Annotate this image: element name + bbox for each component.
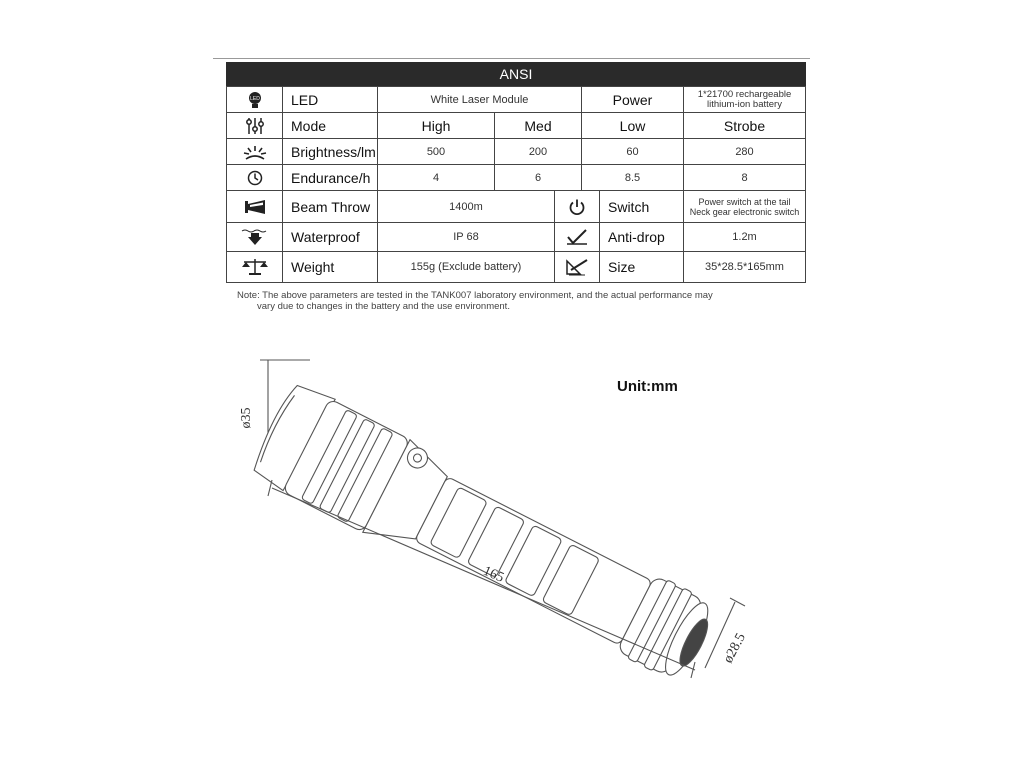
test-note: Note: The above parameters are tested in… <box>237 290 797 312</box>
table-header: ANSI <box>226 62 806 86</box>
brightness-rays-icon <box>227 139 283 165</box>
brightness-med: 200 <box>495 139 582 165</box>
anti-drop-label: Anti-drop <box>600 223 684 252</box>
beam-icon <box>227 191 283 223</box>
led-value: White Laser Module <box>378 87 582 113</box>
spec-table: ANSI LED LED White Laser Module Power 1*… <box>226 62 806 284</box>
led-label: LED <box>283 87 378 113</box>
table-grid: LED LED White Laser Module Power 1*21700… <box>226 86 806 283</box>
switch-value-line2: Neck gear electronic switch <box>689 206 800 217</box>
size-label: Size <box>600 252 684 283</box>
mode-sliders-icon <box>227 113 283 139</box>
mode-high: High <box>378 113 495 139</box>
mode-med: Med <box>495 113 582 139</box>
flashlight-drawing: ø35 165 ø28.5 <box>240 359 749 679</box>
weight-label: Weight <box>283 252 378 283</box>
waterproof-icon <box>227 223 283 252</box>
anti-drop-icon <box>555 223 600 252</box>
switch-value: Power switch at the tail Neck gear elect… <box>684 191 806 223</box>
brightness-high: 500 <box>378 139 495 165</box>
note-line-1: Note: The above parameters are tested in… <box>237 290 713 301</box>
dim-tail-diameter: ø28.5 <box>721 631 749 666</box>
switch-value-line1: Power switch at the tail <box>698 196 791 207</box>
switch-label: Switch <box>600 191 684 223</box>
power-label: Power <box>582 87 684 113</box>
power-value: 1*21700 rechargeable lithium-ion battery <box>684 87 806 113</box>
brightness-low: 60 <box>582 139 684 165</box>
endurance-high: 4 <box>378 165 495 191</box>
unit-label: Unit:mm <box>617 378 678 395</box>
endurance-low: 8.5 <box>582 165 684 191</box>
note-line-2: vary due to changes in the battery and t… <box>257 301 510 312</box>
power-icon <box>555 191 600 223</box>
led-bulb-icon: LED <box>227 87 283 113</box>
mode-low: Low <box>582 113 684 139</box>
top-rule <box>213 58 810 59</box>
size-value: 35*28.5*165mm <box>684 252 806 283</box>
beam-label: Beam Throw <box>283 191 378 223</box>
endurance-label: Endurance/h <box>283 165 378 191</box>
endurance-strobe: 8 <box>684 165 806 191</box>
mode-label: Mode <box>283 113 378 139</box>
size-ruler-icon <box>555 252 600 283</box>
clock-icon <box>227 165 283 191</box>
weight-value: 155g (Exclude battery) <box>378 252 555 283</box>
endurance-med: 6 <box>495 165 582 191</box>
mode-strobe: Strobe <box>684 113 806 139</box>
waterproof-value: IP 68 <box>378 223 555 252</box>
svg-text:LED: LED <box>250 96 260 102</box>
waterproof-label: Waterproof <box>283 223 378 252</box>
brightness-strobe: 280 <box>684 139 806 165</box>
anti-drop-value: 1.2m <box>684 223 806 252</box>
brightness-label: Brightness/lm <box>283 139 378 165</box>
dim-head-diameter: ø35 <box>240 408 254 429</box>
beam-value: 1400m <box>378 191 555 223</box>
weight-scale-icon <box>227 252 283 283</box>
